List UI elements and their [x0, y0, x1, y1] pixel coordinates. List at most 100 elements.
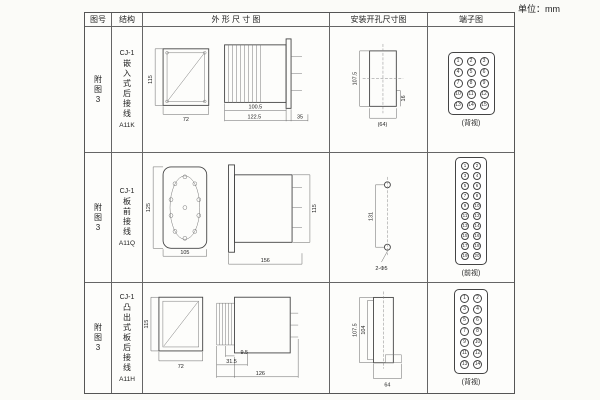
terminal-circle: 4: [453, 67, 463, 77]
row2-fig: 附 图 3: [85, 153, 112, 283]
terminal-circle: 14: [466, 100, 476, 110]
row1-outline: 115 72 100.5 122.5 35: [143, 27, 330, 153]
terminal-circle: 8: [473, 192, 481, 200]
dim-label: 115: [312, 204, 318, 213]
row1-fig: 附 图 3: [85, 27, 112, 153]
terminal-circle: 13: [461, 222, 469, 230]
terminal-circle: 2: [466, 56, 476, 66]
type-code: A11H: [119, 375, 135, 383]
header-terminal: 端子图: [428, 13, 514, 27]
dim-label: 31.5: [226, 359, 237, 365]
dim-label: 125: [146, 203, 152, 212]
row1-structure: CJ-1 嵌 入 式 后 接 线 A11K: [112, 27, 143, 153]
hole-note: 2-Φ5: [375, 266, 387, 272]
terminal-circle: 17: [461, 242, 469, 250]
terminal-circle: 3: [479, 56, 489, 66]
terminal-circle: 2: [473, 294, 482, 303]
terminal-circle: 14: [473, 360, 482, 369]
row2-structure: CJ-1 板 前 接 线 A11Q: [112, 153, 143, 283]
terminal-circle: 10: [453, 89, 463, 99]
outline-drawing-a11q: 125 105 156 115: [146, 164, 318, 265]
terminal-circle: 11: [461, 212, 469, 220]
terminal-circle: 18: [473, 242, 481, 250]
header-outline: 外 形 尺 寸 图: [143, 13, 330, 27]
terminal-circle: 1: [461, 162, 469, 170]
terminal-circle: 16: [473, 232, 481, 240]
unit-label: 单位：mm: [518, 4, 560, 14]
model-label: CJ-1: [119, 50, 135, 57]
header-structure: 结构: [112, 13, 143, 27]
dim-label: 105: [180, 250, 189, 256]
terminal-circle: 10: [473, 202, 481, 210]
dim-label: 115: [144, 320, 150, 329]
dim-label: 72: [183, 117, 189, 123]
terminal-circle: 14: [473, 222, 481, 230]
terminal-circle: 9: [460, 338, 469, 347]
terminal-circle: 4: [473, 172, 481, 180]
row1-mounting: 107.5 16 (64): [330, 27, 428, 153]
dim-label: 16: [401, 95, 407, 101]
terminal-circle: 15: [461, 232, 469, 240]
terminal-circle: 20: [473, 252, 481, 260]
view-note: (背视): [461, 119, 481, 127]
header-fig: 图号: [85, 13, 112, 27]
type-code: A11Q: [118, 240, 136, 247]
terminal-circle: 5: [460, 316, 469, 325]
row3-structure: CJ-1 凸 出 式 板 后 接 线 A11H: [112, 283, 143, 393]
terminal-circle: 3: [461, 172, 469, 180]
terminal-circle: 12: [473, 349, 482, 358]
terminal-circle: 9: [461, 202, 469, 210]
terminal-circle: 4: [473, 305, 482, 314]
terminal-circle: 5: [466, 67, 476, 77]
view-note: (前视): [461, 270, 481, 277]
terminal-circle: 8: [466, 78, 476, 88]
terminal-circle: 5: [461, 182, 469, 190]
dim-label: 72: [178, 364, 184, 370]
dim-label: 131: [369, 212, 375, 221]
terminal-circle: 15: [479, 100, 489, 110]
structure-label: 板 前 接 线: [123, 197, 131, 236]
dim-label: 126: [256, 371, 265, 377]
row3-mounting: 107.5 104 64: [330, 283, 428, 393]
spec-table: 图号 结构 外 形 尺 寸 图 安装开孔尺寸图 端子图 附 图 3 CJ-1 嵌…: [84, 12, 515, 394]
outline-drawing-a11k: 115 72 100.5 122.5 35: [148, 38, 309, 123]
terminal-circle: 7: [461, 192, 469, 200]
dim-label: 156: [261, 258, 270, 264]
dim-label: 64: [384, 383, 390, 389]
outline-drawing-a11h: 115 72 9.5 31.5 126: [144, 296, 299, 378]
type-code: A11K: [119, 122, 135, 129]
view-note: (背视): [461, 379, 481, 386]
model-label: CJ-1: [119, 293, 135, 301]
dim-label: 107.5: [353, 72, 359, 86]
mounting-drawing-a11h: 107.5 104 64: [353, 291, 402, 389]
row2-outline: 125 105 156 115: [143, 153, 330, 283]
dim-label: 35: [297, 114, 303, 120]
terminal-circle: 11: [466, 89, 476, 99]
terminal-circle: 10: [473, 338, 482, 347]
terminal-circle: 1: [453, 56, 463, 66]
terminal-circle: 1: [460, 294, 469, 303]
terminal-circle: 6: [473, 316, 482, 325]
terminal-circle: 6: [473, 182, 481, 190]
terminal-circle: 13: [460, 360, 469, 369]
dim-label: 104: [361, 326, 367, 335]
mounting-drawing-a11q: 131 2-Φ5: [369, 176, 391, 272]
mounting-drawing-a11k: 107.5 16 (64): [353, 43, 407, 128]
terminal-circle: 12: [473, 212, 481, 220]
row3-outline: 115 72 9.5 31.5 126: [143, 283, 330, 393]
terminal-circle: 13: [453, 100, 463, 110]
header-mounting: 安装开孔尺寸图: [330, 13, 428, 27]
terminal-circle: 7: [460, 327, 469, 336]
dim-label: 9.5: [240, 350, 248, 356]
dim-label: 100.5: [249, 104, 263, 110]
model-label: CJ-1: [119, 188, 135, 195]
